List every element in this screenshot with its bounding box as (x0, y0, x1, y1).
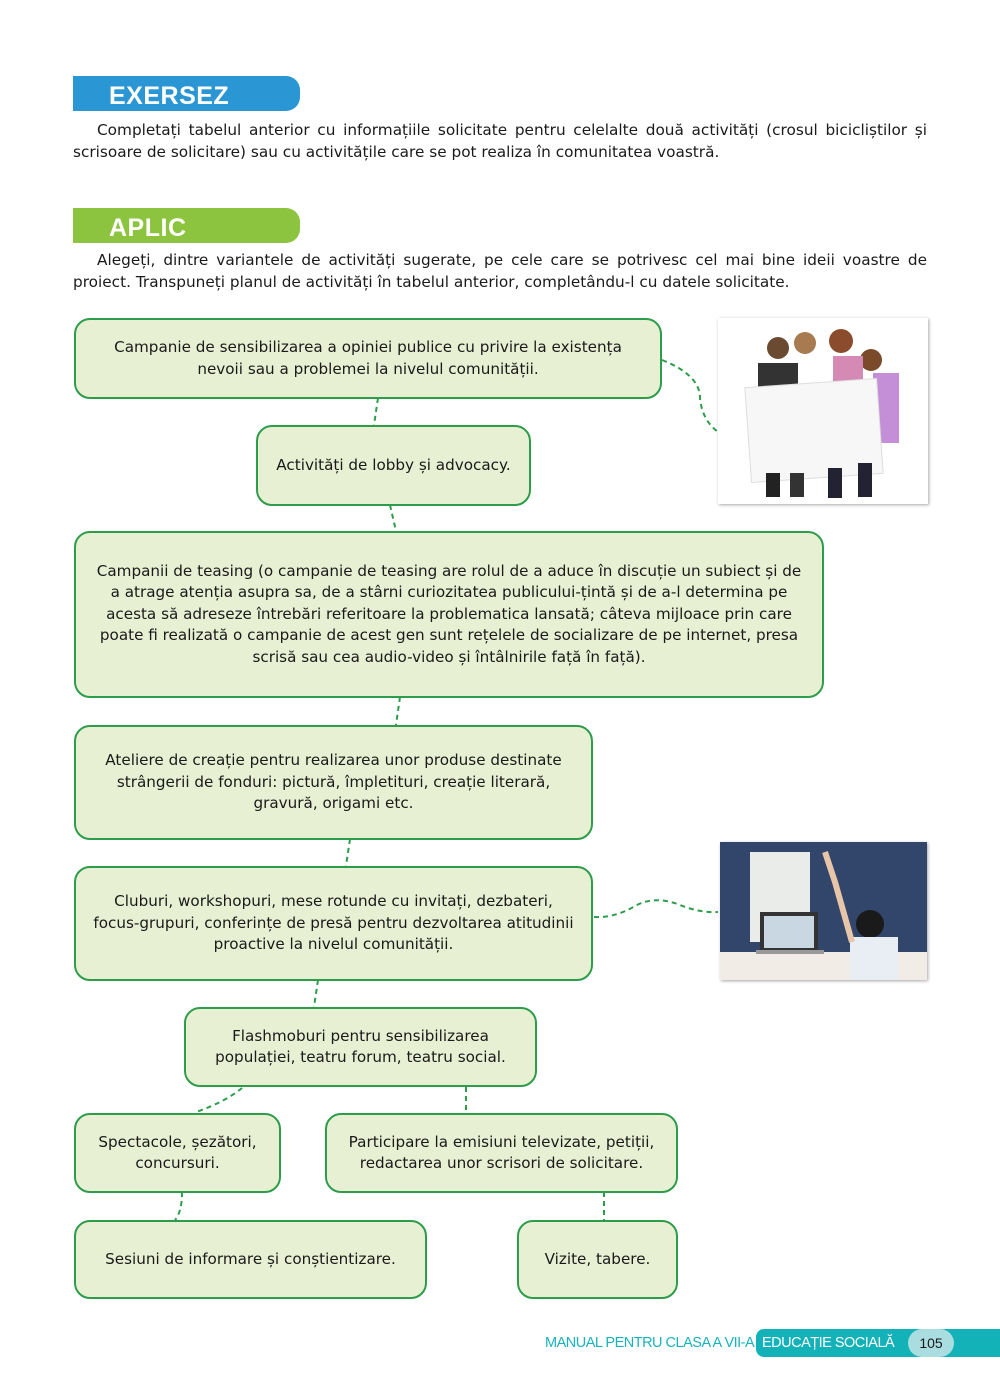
activity-box: Campanii de teasing (o campanie de teasi… (74, 531, 824, 698)
connector (313, 979, 319, 1008)
activity-box: Flashmoburi pentru sensibilizarea popula… (184, 1007, 537, 1087)
activity-box: Vizite, tabere. (517, 1220, 678, 1299)
activity-box: Spectacole, șezători, concursuri. (74, 1113, 281, 1193)
footer-bar (756, 1329, 1000, 1357)
connector (395, 696, 401, 726)
activity-box: Participare la emisiuni televizate, peti… (325, 1113, 678, 1193)
photo-teens-holding-sign (718, 318, 928, 504)
connector (389, 504, 397, 532)
aplic-banner: APLIC (73, 208, 300, 243)
page-number: 105 (908, 1329, 954, 1357)
connector (373, 397, 379, 426)
exersez-text: Completați tabelul anterior cu informați… (73, 121, 927, 161)
aplic-text: Alegeți, dintre variantele de activități… (73, 251, 927, 291)
activity-box: Campanie de sensibilizarea a opiniei pub… (74, 318, 662, 399)
connector (593, 899, 719, 919)
activity-box: Sesiuni de informare și conștientizare. (74, 1220, 427, 1299)
connector (195, 1087, 243, 1113)
connector (661, 359, 719, 433)
activity-box: Cluburi, workshopuri, mese rotunde cu in… (74, 866, 593, 981)
subject-label: EDUCAȚIE SOCIALĂ (762, 1335, 895, 1351)
manual-label: MANUAL PENTRU CLASA A VII-A (545, 1335, 755, 1351)
connector (345, 838, 351, 867)
exersez-banner: EXERSEZ (73, 76, 300, 111)
activity-box: Ateliere de creație pentru realizarea un… (74, 725, 593, 840)
activity-box: Activități de lobby și advocacy. (256, 425, 531, 506)
connector (174, 1191, 183, 1221)
photo-girl-online-class (720, 842, 927, 980)
